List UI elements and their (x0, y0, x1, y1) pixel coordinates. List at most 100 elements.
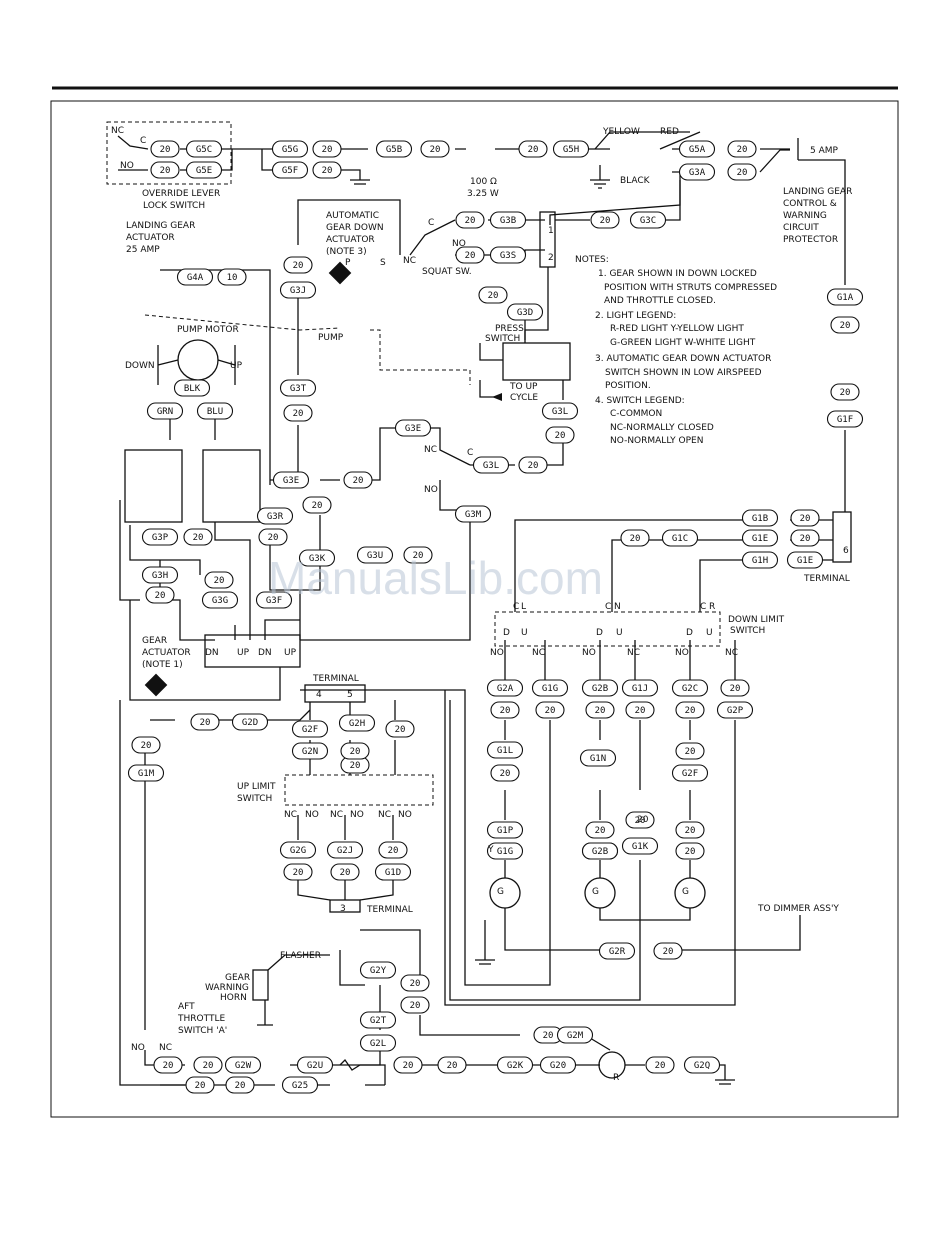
wire-tag: G5F (271, 161, 309, 179)
wire-tag-outline (359, 961, 397, 979)
wire-tag-label: 20 (543, 1031, 554, 1041)
wire-tag-outline (683, 1056, 721, 1074)
wire-tag-label: 20 (193, 533, 204, 543)
wire-tag-outline (678, 163, 716, 181)
wire-tag-outline (478, 286, 508, 304)
note-line: R-RED LIGHT Y-YELLOW LIGHT (610, 324, 744, 334)
terminal-code-label: G (497, 887, 504, 897)
wire-tag-label: 20 (488, 291, 499, 301)
black-label: BLACK (620, 176, 651, 186)
terminal-code-label: C (467, 448, 473, 458)
wire-tag-label: G3L (552, 407, 568, 417)
terminal-code-label: 2 (548, 253, 554, 263)
wire-tag-outline (486, 741, 524, 759)
wire-tag-outline (720, 679, 750, 697)
wire-tag-outline (653, 942, 683, 960)
aft-throttle-label-3: SWITCH 'A' (178, 1026, 227, 1036)
watermark: ManualsLib.com (268, 552, 603, 604)
wire-tag-outline (359, 1011, 397, 1029)
wire-tag-label: G3A (689, 168, 706, 178)
wire-tag-label: 20 (410, 979, 421, 989)
wire-tag: G3H (141, 566, 179, 584)
wire-tag-label: 20 (160, 145, 171, 155)
wire-tag-outline (201, 591, 239, 609)
wire-tag-label: G2C (682, 684, 698, 694)
wire-tag-label: BLK (184, 384, 201, 394)
note-line: NO-NORMALLY OPEN (610, 436, 703, 446)
wire-tag-outline (545, 426, 575, 444)
wire-tag-outline (590, 211, 620, 229)
wire-tag-label: 20 (655, 1061, 666, 1071)
wire-tag-outline (173, 379, 211, 397)
wire-tag-outline (279, 841, 317, 859)
wire-tag-outline (455, 211, 485, 229)
wire-tag-label: 20 (465, 216, 476, 226)
wire-tag-label: G3C (640, 216, 656, 226)
terminal-code-label: 4 (316, 690, 322, 700)
wire-tag-label: 20 (800, 514, 811, 524)
wire-tag-outline (400, 996, 430, 1014)
wire-tag-label: 20 (840, 388, 851, 398)
wire-tag-outline (400, 974, 430, 992)
wire-tag-outline (374, 863, 412, 881)
wire-tag-outline (255, 591, 293, 609)
wire-tag: 20 (518, 140, 548, 158)
gear-horn-label-1: GEAR (225, 973, 250, 983)
wire-tag-label: G3E (405, 424, 421, 434)
wire-tag-outline (490, 701, 520, 719)
wire-tag-outline (281, 1076, 319, 1094)
wire-tag-outline (302, 496, 332, 514)
terminal-code-label: NC (330, 810, 343, 820)
wire-tag-outline (727, 163, 757, 181)
wire-tag-outline (581, 679, 619, 697)
wire-tag-label: G2B (592, 847, 608, 857)
wire-tag-outline (486, 842, 524, 860)
gear-actuator-diamond-icon (144, 673, 168, 697)
wire-tag-label: 20 (293, 868, 304, 878)
wire-tag-outline (486, 821, 524, 839)
wire-tag-label: G1C (672, 534, 688, 544)
wire-tag: G5B (375, 140, 413, 158)
up-limit-label-1: UP LIMIT (237, 782, 276, 792)
wire-tag-label: G1H (752, 556, 768, 566)
wire-tag-outline (283, 863, 313, 881)
wire-tag: 20 (190, 713, 220, 731)
wire-tag: G3E (394, 419, 432, 437)
wire-tag-label: G1D (385, 868, 401, 878)
protector-label-1: LANDING GEAR (783, 187, 852, 197)
terminal-label: TERMINAL (803, 574, 850, 584)
to-up-cycle-label-1: TO UP (509, 382, 538, 392)
wire-tag-label: G3D (517, 308, 533, 318)
wire-tag: G5G (271, 140, 309, 158)
terminal-code-label: D (686, 628, 693, 638)
wire-tag-outline (326, 841, 364, 859)
wire-tag-outline (343, 471, 373, 489)
wire-tag: G1C (661, 529, 699, 547)
wire-tag-label: G5C (196, 145, 212, 155)
wire-tag-label: G2K (507, 1061, 524, 1071)
wire-tag-label: 20 (163, 1061, 174, 1071)
wire-tag-label: 20 (528, 461, 539, 471)
wire-tag-outline (338, 714, 376, 732)
wire-tag-label: BLU (207, 407, 223, 417)
wire-tag: 20 (490, 764, 520, 782)
note-line: C-COMMON (610, 409, 662, 419)
gear-actuator-label-2: ACTUATOR (142, 648, 191, 658)
terminal-code-label: R (709, 602, 715, 612)
terminal-code-label: R (613, 1073, 619, 1083)
wire-tag: G1G (531, 679, 569, 697)
wire-tag-outline (598, 942, 636, 960)
wire-tag: 20 (585, 701, 615, 719)
wire-tag-outline (472, 456, 510, 474)
wire-tag-outline (486, 679, 524, 697)
wire-tag: 20 (283, 256, 313, 274)
wire-tag: 20 (193, 1056, 223, 1074)
terminal-code-label: C (513, 602, 519, 612)
terminal-code-label: DN (258, 648, 272, 658)
wire-tag-label: 20 (635, 706, 646, 716)
terminal-code-label: Y (487, 845, 494, 855)
wire-tag: G3A (678, 163, 716, 181)
wire-tag-label: G3U (367, 551, 383, 561)
wire-tag-outline (675, 842, 705, 860)
